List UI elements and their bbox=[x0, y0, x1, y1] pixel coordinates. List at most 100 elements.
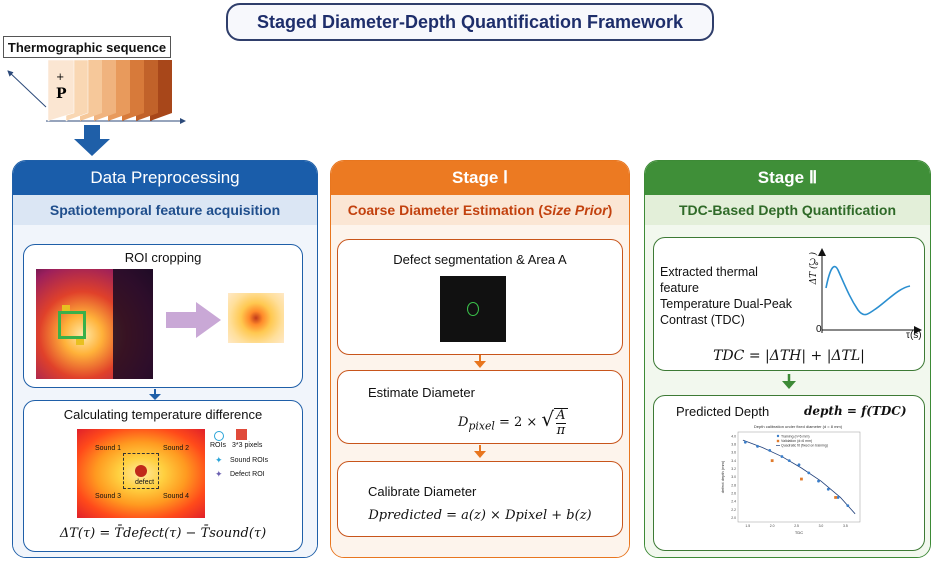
training-point-4 bbox=[787, 459, 791, 463]
chart-ylabel: defect depth (mm) bbox=[720, 460, 725, 493]
rois-legend-icon bbox=[214, 431, 224, 441]
cropped-roi-image bbox=[228, 293, 284, 343]
fit-line bbox=[742, 439, 856, 515]
chart-xlabel: TDC bbox=[795, 530, 803, 535]
training-point-9 bbox=[836, 496, 840, 499]
training-point-6 bbox=[807, 471, 811, 475]
training-point-3 bbox=[780, 455, 784, 458]
stage2-panel: Stage Ⅱ TDC-Based Depth Quantification E… bbox=[644, 160, 931, 558]
roi-cropping-card: ROI cropping bbox=[23, 244, 303, 388]
orange-arrow-icon-1 bbox=[474, 355, 486, 368]
training-point-1 bbox=[756, 444, 759, 448]
predicted-depth-title: Predicted Depth bbox=[676, 404, 770, 419]
sound-label-3: Sound 3 bbox=[95, 493, 122, 500]
delta-t-curve-plot bbox=[818, 248, 922, 334]
defect-roi-icon: ✦ bbox=[215, 469, 223, 479]
preprocessing-panel: Data Preprocessing Spatiotemporal featur… bbox=[12, 160, 318, 558]
right-arrow-icon bbox=[166, 302, 221, 338]
training-point-10 bbox=[846, 504, 850, 508]
roi-cropping-title: ROI cropping bbox=[124, 250, 202, 265]
legend-training-marker bbox=[776, 434, 780, 438]
validation-point-0 bbox=[770, 459, 774, 463]
estimate-diameter-card: Estimate Diameter Dpixel = 2 × √ A π bbox=[337, 370, 623, 444]
validation-point-1 bbox=[800, 477, 803, 481]
depth-calibration-chart: Depth calibration under fixed diameter (… bbox=[720, 424, 861, 535]
y-tick-label-5: 3.0 bbox=[731, 475, 736, 479]
y-tick-label-3: 3.4 bbox=[731, 459, 736, 463]
frame-p-marker: P bbox=[56, 86, 67, 102]
y-tick-label-2: 3.6 bbox=[731, 451, 736, 455]
segmentation-title: Defect segmentation & Area A bbox=[393, 252, 567, 267]
preprocessing-subheader: Spatiotemporal feature acquisition bbox=[13, 195, 317, 225]
chart-title: Depth calibration under fixed diameter (… bbox=[754, 424, 843, 429]
plot-ylabel: ΔT (℃) bbox=[809, 252, 819, 285]
delta-t-curve bbox=[825, 265, 911, 316]
rois-legend-label: ROIs bbox=[210, 442, 226, 449]
frame-plus-marker: + bbox=[56, 72, 64, 83]
defect-roi-label: Defect ROI bbox=[230, 471, 265, 478]
page-title: Staged Diameter-Depth Quantification Fra… bbox=[226, 3, 714, 41]
frame-stack bbox=[47, 59, 172, 122]
y-tick-label-8: 2.4 bbox=[731, 500, 736, 504]
down-small-arrow-icon bbox=[149, 389, 161, 400]
training-point-2 bbox=[768, 449, 772, 452]
x-tick-label-1: 2.0 bbox=[770, 524, 775, 528]
x-tick-label-0: 1.5 bbox=[745, 524, 750, 528]
sequence-label: Thermographic sequence bbox=[3, 36, 171, 58]
calibrate-diameter-formula: Dpredicted = a(z) × Dpixel + b(z) bbox=[368, 508, 592, 523]
tdc-feature-card: Extracted thermal feature Temperature Du… bbox=[653, 237, 925, 371]
stage1-subheader: Coarse Diameter Estimation (Size Prior) bbox=[331, 195, 629, 225]
y-tick-label-9: 2.2 bbox=[731, 508, 736, 512]
training-point-8 bbox=[826, 487, 830, 491]
training-point-7 bbox=[817, 479, 820, 483]
depth-formula: depth = f(TDC) bbox=[804, 404, 907, 418]
feature-description: Extracted thermal feature Temperature Du… bbox=[660, 265, 793, 327]
y-tick-label-4: 3.2 bbox=[731, 467, 736, 471]
plot-origin: 0 bbox=[816, 324, 822, 335]
temp-difference-card: Calculating temperature difference Sound… bbox=[23, 400, 303, 552]
training-point-0 bbox=[743, 440, 747, 444]
temp-field-image: Sound 1 Sound 2 Sound 3 Sound 4 defect bbox=[77, 429, 205, 518]
training-point-5 bbox=[797, 463, 801, 467]
thermographic-sequence-graphic: + P bbox=[7, 59, 186, 124]
y-tick-label-0: 4.0 bbox=[731, 434, 736, 438]
x-tick-label-2: 2.5 bbox=[794, 524, 799, 528]
segmentation-mask-image bbox=[440, 276, 506, 342]
stage1-header: Stage Ⅰ bbox=[331, 161, 629, 195]
sound-rois-label: Sound ROIs bbox=[230, 457, 269, 464]
stage2-subheader: TDC-Based Depth Quantification bbox=[645, 195, 930, 225]
x-tick-label-3: 3.0 bbox=[819, 524, 824, 528]
sound-label-1: Sound 1 bbox=[95, 445, 122, 452]
x-tick-label-4: 3.5 bbox=[843, 524, 848, 528]
pixels-legend-icon bbox=[236, 429, 247, 440]
y-tick-label-7: 2.6 bbox=[731, 492, 736, 496]
tdc-formula: TDC = |ΔTH| + |ΔTL| bbox=[713, 348, 865, 364]
roi-box bbox=[58, 311, 86, 339]
y-tick-label-10: 2.0 bbox=[731, 516, 736, 520]
temp-difference-title: Calculating temperature difference bbox=[63, 407, 263, 422]
estimate-diameter-title: Estimate Diameter bbox=[368, 385, 475, 400]
y-tick-label-6: 2.8 bbox=[731, 483, 736, 487]
legend-fit-label: Quadratic fit (fixed on training) bbox=[781, 444, 828, 448]
estimate-diameter-formula: Dpixel = 2 × √ A π bbox=[458, 407, 568, 438]
orange-arrow-icon-2 bbox=[474, 445, 486, 458]
legend-validation-label: Validation (d=6 mm) bbox=[781, 439, 812, 443]
legend-training-label: Training (n=6 mm) bbox=[781, 435, 810, 439]
validation-point-2 bbox=[834, 496, 837, 499]
sound-rois-icon: ✦ bbox=[215, 455, 223, 465]
thermal-image bbox=[36, 269, 153, 379]
green-arrow-icon bbox=[782, 374, 796, 389]
calibrate-diameter-card: Calibrate Diameter Dpredicted = a(z) × D… bbox=[337, 461, 623, 537]
pixels-legend-label: 3*3 pixels bbox=[232, 442, 263, 449]
down-arrow-icon bbox=[74, 125, 110, 156]
calibrate-diameter-title: Calibrate Diameter bbox=[368, 484, 477, 499]
sound-label-2: Sound 2 bbox=[163, 445, 190, 452]
legend-validation-marker bbox=[776, 439, 780, 443]
stage2-header: Stage Ⅱ bbox=[645, 161, 930, 195]
segmentation-card: Defect segmentation & Area A bbox=[337, 239, 623, 355]
predicted-depth-card: Predicted Depth depth = f(TDC) Depth cal… bbox=[653, 395, 925, 551]
plot-xlabel: τ(s) bbox=[906, 330, 922, 341]
sound-label-4: Sound 4 bbox=[163, 493, 190, 500]
delta-t-formula: ΔT(τ) = T̄defect(τ) − T̄sound(τ) bbox=[59, 526, 267, 541]
y-tick-label-1: 3.8 bbox=[731, 442, 736, 446]
